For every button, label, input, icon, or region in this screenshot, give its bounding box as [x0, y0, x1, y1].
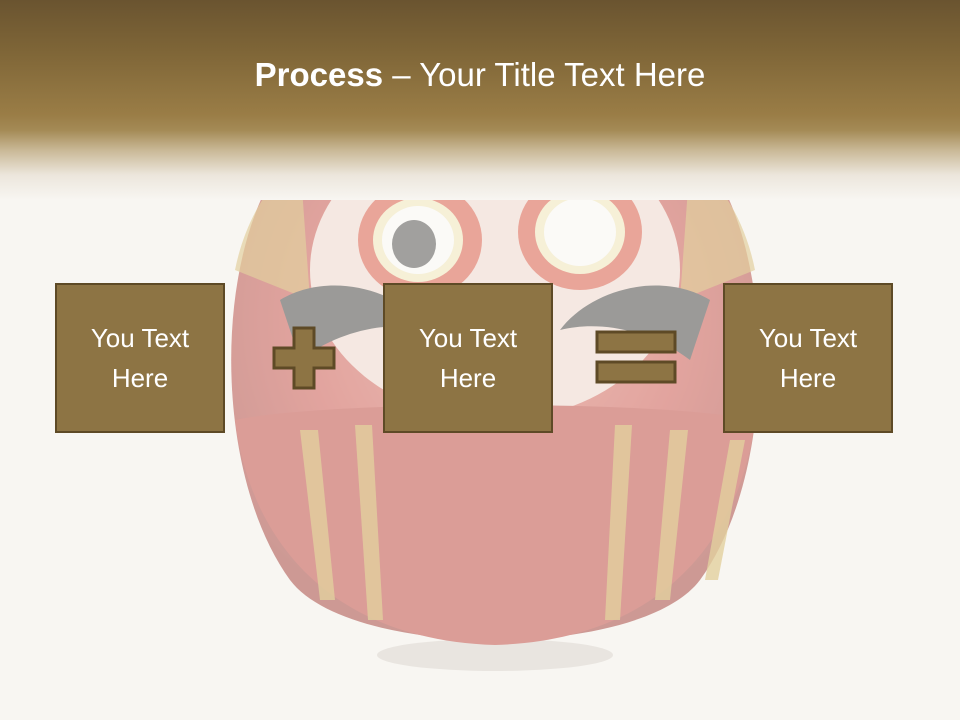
- process-box-2-label: You Text Here: [418, 323, 518, 393]
- plus-icon: [272, 326, 336, 390]
- slide-title[interactable]: Process – Your Title Text Here: [0, 52, 960, 98]
- process-box-3[interactable]: You Text Here: [723, 283, 893, 433]
- header-band: [0, 0, 960, 200]
- process-box-1-label: You Text Here: [90, 323, 190, 393]
- title-rest: – Your Title Text Here: [383, 56, 706, 93]
- equals-icon: [595, 330, 677, 384]
- process-box-3-label: You Text Here: [758, 323, 858, 393]
- title-bold: Process: [254, 56, 384, 93]
- process-box-2[interactable]: You Text Here: [383, 283, 553, 433]
- process-box-1[interactable]: You Text Here: [55, 283, 225, 433]
